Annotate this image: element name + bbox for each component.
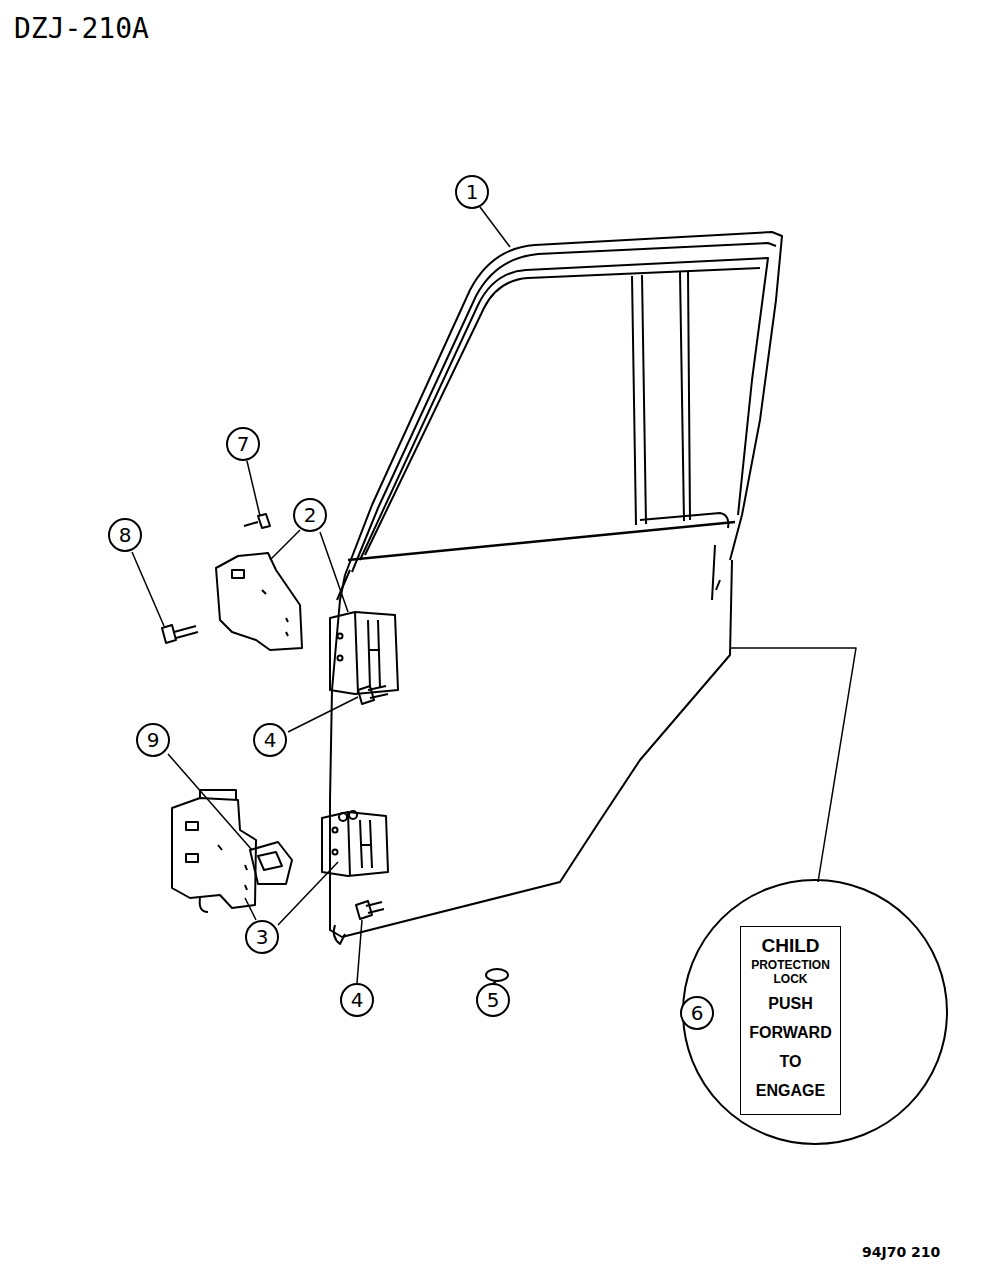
callout-number: 4 — [253, 723, 287, 757]
callout-text: 4 — [351, 988, 364, 1012]
callout-number: 1 — [455, 175, 489, 209]
callout-text: 1 — [466, 180, 479, 204]
callout-text: 2 — [304, 503, 317, 527]
label-text: PROTECTION LOCK — [745, 959, 836, 987]
label-text: PUSH FORWARD TO ENGAGE — [745, 990, 836, 1105]
callout-number: 4 — [340, 983, 374, 1017]
warning-label: CHILDPROTECTION LOCK PUSH FORWARD TO ENGA… — [740, 926, 841, 1115]
callout-number: 9 — [136, 723, 170, 757]
label-text: CHILD — [761, 935, 819, 958]
callout-text: 9 — [147, 728, 160, 752]
callout-text: 3 — [256, 925, 269, 949]
callout-number: 2 — [293, 498, 327, 532]
callout-number: 7 — [226, 427, 260, 461]
callout-text: 5 — [487, 988, 500, 1012]
callout-number: 8 — [108, 518, 142, 552]
drawing-code: 94J70 210 — [862, 1244, 940, 1260]
diagram-title: DZJ-210A — [14, 12, 149, 45]
callout-text: 4 — [264, 728, 277, 752]
callout-text: 7 — [237, 432, 250, 456]
callout-number: 6 — [680, 996, 714, 1030]
callout-number: 3 — [245, 920, 279, 954]
callout-number: 5 — [476, 983, 510, 1017]
callout-text: 6 — [691, 1001, 704, 1025]
callout-text: 8 — [119, 523, 132, 547]
